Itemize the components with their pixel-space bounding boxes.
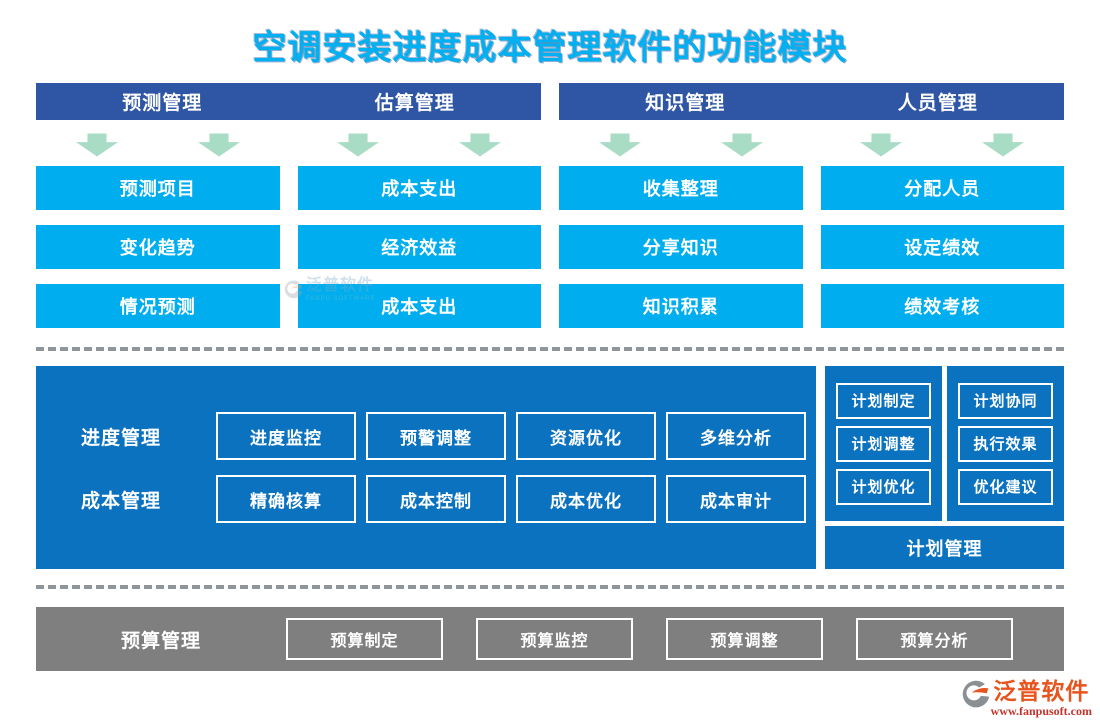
plan-column-right: 计划协同 执行效果 优化建议 (947, 366, 1064, 521)
box-budget-analysis: 预算分析 (856, 618, 1013, 660)
header-label-knowledge: 知识管理 (645, 93, 726, 114)
cost-row: 成本管理 精确核算 成本控制 成本优化 成本审计 (36, 475, 816, 523)
header-label-estimate: 估算管理 (374, 93, 455, 114)
module-box-share-knowledge: 分享知识 (559, 225, 803, 269)
down-arrow-icon (459, 133, 502, 157)
dashed-divider-top (36, 347, 1064, 351)
box-budget-monitor: 预算监控 (476, 618, 633, 660)
box-cost-optimize: 成本优化 (516, 475, 656, 523)
progress-row: 进度管理 进度监控 预警调整 资源优化 多维分析 (36, 412, 816, 460)
header-label-personnel: 人员管理 (897, 93, 978, 114)
box-budget-create: 预算制定 (286, 618, 443, 660)
box-multidimensional-analysis: 多维分析 (666, 412, 806, 460)
header-bar-forecast-estimate: 预测管理 估算管理 (36, 83, 541, 120)
box-progress-monitor: 进度监控 (216, 412, 356, 460)
down-arrow-icon (598, 133, 641, 157)
header-bar-knowledge-personnel: 知识管理 人员管理 (559, 83, 1064, 120)
box-optimize-suggestion: 优化建议 (958, 468, 1053, 505)
dashed-divider-bottom (36, 585, 1064, 589)
budget-bar: 预算管理 预算制定 预算监控 预算调整 预算分析 (36, 607, 1064, 671)
box-accurate-accounting: 精确核算 (216, 475, 356, 523)
box-cost-control: 成本控制 (366, 475, 506, 523)
fanpu-logo-icon (962, 680, 989, 708)
plan-management-label: 计划管理 (825, 526, 1064, 569)
fanpu-logo-url: www.fanpusoft.com (990, 704, 1092, 718)
module-box-knowledge-accumulation: 知识积累 (559, 284, 803, 328)
arrow-group (821, 133, 1065, 157)
page-title: 空调安装进度成本管理软件的功能模块 (252, 29, 848, 67)
budget-management-label: 预算管理 (120, 630, 201, 652)
fanpu-logo: 泛普软件 www.fanpusoft.com (960, 680, 1092, 717)
plan-panel: 计划制定 计划调整 计划优化 计划协同 执行效果 优化建议 计划管理 (825, 366, 1064, 569)
arrow-group (559, 133, 803, 157)
fanpu-logo-text: 泛普软件 (993, 678, 1090, 704)
middle-section: 进度管理 进度监控 预警调整 资源优化 多维分析 成本管理 精确核算 成本控制 … (36, 366, 1064, 569)
plan-column-left: 计划制定 计划调整 计划优化 (825, 366, 942, 521)
module-box-assign-personnel: 分配人员 (820, 166, 1064, 210)
box-plan-collaborate: 计划协同 (958, 382, 1053, 419)
module-box-set-performance: 设定绩效 (820, 225, 1064, 269)
watermark-subtext: FANPU SOFTWARE (306, 296, 376, 302)
box-warning-adjust: 预警调整 (366, 412, 506, 460)
down-arrow-icon (75, 133, 118, 157)
box-plan-optimize: 计划优化 (836, 468, 931, 505)
down-arrow-icon (982, 133, 1025, 157)
progress-management-label: 进度管理 (80, 427, 161, 449)
module-box-economic-benefit: 经济效益 (297, 225, 541, 269)
module-box-situation-forecast: 情况预测 (36, 284, 280, 328)
module-box-cost-expense-1: 成本支出 (297, 166, 541, 210)
module-box-cost-expense-2: 成本支出 (297, 284, 541, 328)
module-box-forecast-project: 预测项目 (36, 166, 280, 210)
box-plan-create: 计划制定 (836, 382, 931, 419)
watermark-logo-icon (284, 280, 303, 299)
box-resource-optimize: 资源优化 (516, 412, 656, 460)
watermark: 泛普软件 FANPU SOFTWARE (283, 278, 375, 302)
module-box-change-trend: 变化趋势 (36, 225, 280, 269)
module-box-collect-organize: 收集整理 (559, 166, 803, 210)
cost-management-label: 成本管理 (80, 490, 161, 512)
box-plan-adjust: 计划调整 (836, 425, 931, 462)
progress-cost-panel: 进度管理 进度监控 预警调整 资源优化 多维分析 成本管理 精确核算 成本控制 … (36, 366, 816, 569)
down-arrow-icon (337, 133, 380, 157)
top-section: 预测管理 估算管理 知识管理 人员管理 预测项目 成本支出 收集整理 分配人员 (36, 83, 1064, 328)
arrow-group (298, 133, 542, 157)
box-execution-effect: 执行效果 (958, 425, 1053, 462)
down-arrow-icon (860, 133, 903, 157)
down-arrow-icon (720, 133, 763, 157)
box-budget-adjust: 预算调整 (666, 618, 823, 660)
arrow-group (36, 133, 280, 157)
watermark-text: 泛普软件 (306, 277, 375, 294)
box-cost-audit: 成本审计 (666, 475, 806, 523)
down-arrow-icon (197, 133, 240, 157)
header-label-forecast: 预测管理 (122, 93, 203, 114)
module-box-performance-review: 绩效考核 (820, 284, 1064, 328)
